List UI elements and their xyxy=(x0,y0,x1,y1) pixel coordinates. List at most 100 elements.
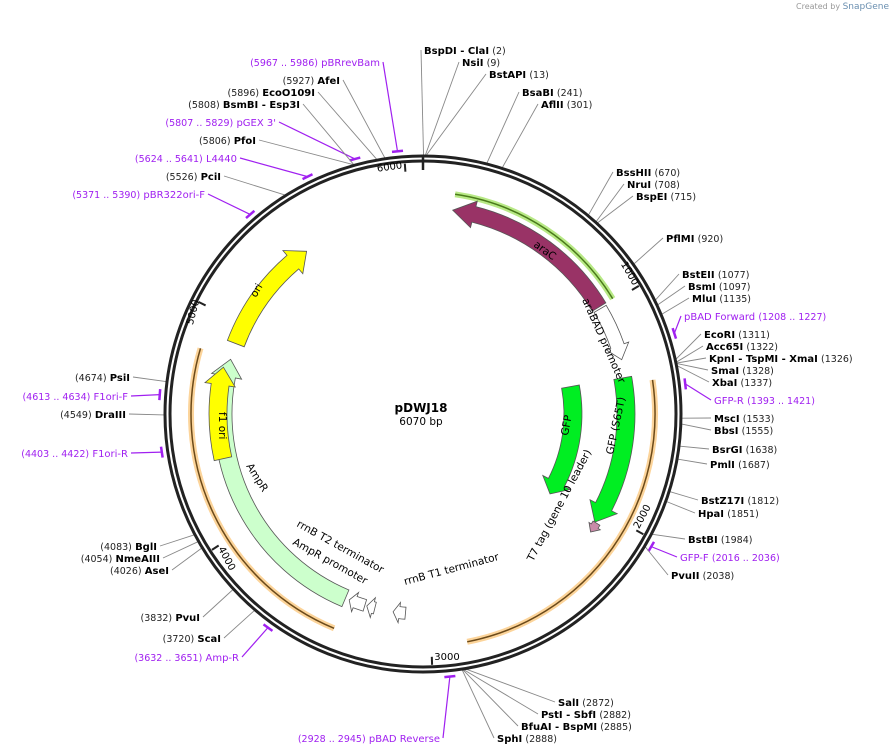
enzyme-site-sali[interactable]: SalI (2872) xyxy=(558,698,614,709)
site-name: F1ori-F xyxy=(94,392,129,403)
primer-pbr322ori-f[interactable]: (5371 .. 5390) pBR322ori-F xyxy=(72,190,205,201)
enzyme-site-ecori[interactable]: EcoRI (1311) xyxy=(704,330,770,341)
tick-mark xyxy=(403,163,407,172)
primer-l4440[interactable]: (5624 .. 5641) L4440 xyxy=(135,154,237,165)
feature-arac[interactable] xyxy=(451,200,607,312)
enzyme-site-bstbi[interactable]: BstBI (1984) xyxy=(688,535,752,546)
tick-mark xyxy=(211,544,220,551)
enzyme-site-smai[interactable]: SmaI (1328) xyxy=(711,366,774,377)
enzyme-site-scai[interactable]: (3720) ScaI xyxy=(163,634,221,645)
site-position: (1208 .. 1227) xyxy=(758,312,826,323)
enzyme-site-sphi[interactable]: SphI (2888) xyxy=(497,734,557,745)
site-leader-line xyxy=(486,91,520,164)
feature-ori[interactable] xyxy=(226,250,308,348)
primer-f1ori-f[interactable]: (4613 .. 4634) F1ori-F xyxy=(22,392,128,403)
enzyme-site-xbai[interactable]: XbaI (1337) xyxy=(712,378,772,389)
enzyme-site-bfuai-bspmi[interactable]: BfuAI - BspMI (2885) xyxy=(521,722,632,733)
feature-rrnb-t2-terminator[interactable] xyxy=(366,596,377,619)
site-name: HpaI xyxy=(698,509,724,520)
primer-pbrrevbam[interactable]: (5967 .. 5986) pBRrevBam xyxy=(250,58,380,69)
enzyme-site-bstz17i[interactable]: BstZ17I (1812) xyxy=(701,496,779,507)
site-leader-line xyxy=(652,533,686,540)
primer-binding-mark xyxy=(647,541,656,553)
enzyme-site-bgli[interactable]: (4083) BglI xyxy=(100,542,157,553)
site-name: BsmI xyxy=(688,282,716,293)
enzyme-site-pfoi[interactable]: (5806) PfoI xyxy=(199,136,256,147)
site-leader-line xyxy=(595,183,625,222)
enzyme-site-msci[interactable]: MscI (1533) xyxy=(714,414,774,425)
enzyme-site-bsteii[interactable]: BstEII (1077) xyxy=(682,270,749,281)
primer-binding-mark xyxy=(301,173,314,181)
enzyme-site-nrui[interactable]: NruI (708) xyxy=(627,180,680,191)
enzyme-site-psii[interactable]: (4674) PsiI xyxy=(75,373,130,384)
enzyme-site-mlui[interactable]: MluI (1135) xyxy=(692,294,751,305)
site-name: Amp-R xyxy=(206,653,240,664)
primer-f1ori-r[interactable]: (4403 .. 4422) F1ori-R xyxy=(21,449,128,460)
site-name: BsmBI - Esp3I xyxy=(223,100,300,111)
enzyme-site-ecoo109i[interactable]: (5896) EcoO109I xyxy=(227,88,315,99)
enzyme-site-bsmbi-esp3i[interactable]: (5808) BsmBI - Esp3I xyxy=(188,100,300,111)
primer-pgex-3[interactable]: (5807 .. 5829) pGEX 3' xyxy=(165,118,276,129)
enzyme-site-aflii[interactable]: AflII (301) xyxy=(541,100,592,111)
site-leader-line xyxy=(317,91,377,160)
enzyme-site-nsii[interactable]: NsiI (9) xyxy=(462,58,500,69)
enzyme-site-nmeaiii[interactable]: (4054) NmeAIII xyxy=(81,554,160,565)
primer-pbad-reverse[interactable]: (2928 .. 2945) pBAD Reverse xyxy=(298,734,440,745)
feature-rrnb-t1-terminator[interactable] xyxy=(392,601,407,625)
enzyme-site-bspei[interactable]: BspEI (715) xyxy=(636,192,696,203)
site-name: pGEX 3' xyxy=(236,118,276,129)
site-position: (4403 .. 4422) xyxy=(21,449,89,460)
enzyme-site-kpni-tspmi-xmai[interactable]: KpnI - TspMI - XmaI (1326) xyxy=(709,354,853,365)
credit-brand: SnapGene xyxy=(842,2,889,12)
site-leader-lines xyxy=(128,49,712,739)
enzyme-site-bbsi[interactable]: BbsI (1555) xyxy=(714,426,773,437)
enzyme-site-bsmi[interactable]: BsmI (1097) xyxy=(688,282,751,293)
primer-gfp-r[interactable]: GFP-R (1393 .. 1421) xyxy=(714,396,815,407)
enzyme-site-asei[interactable]: (4026) AseI xyxy=(110,566,169,577)
enzyme-site-bsrgi[interactable]: BsrGI (1638) xyxy=(712,445,777,456)
enzyme-site-pcii[interactable]: (5526) PciI xyxy=(166,172,221,183)
enzyme-site-acc65i[interactable]: Acc65I (1322) xyxy=(706,342,778,353)
enzyme-site-bstapi[interactable]: BstAPI (13) xyxy=(489,70,549,81)
site-leader-line xyxy=(223,610,255,639)
site-position: (3720) xyxy=(163,634,195,645)
site-position: (1638) xyxy=(746,445,778,456)
enzyme-site-pvuii[interactable]: PvuII (2038) xyxy=(671,571,734,582)
site-name: GFP-R xyxy=(714,396,744,407)
site-name: PmlI xyxy=(710,460,735,471)
primer-amp-r[interactable]: (3632 .. 3651) Amp-R xyxy=(134,653,239,664)
enzyme-site-draiii[interactable]: (4549) DraIII xyxy=(60,410,126,421)
tick-mark xyxy=(635,529,644,536)
feature-t7-tag-gene-10-leader[interactable] xyxy=(588,520,602,533)
site-position: (9) xyxy=(487,58,500,69)
feature-ampr-promoter[interactable] xyxy=(348,591,368,614)
feature-f1-ori[interactable] xyxy=(204,366,236,462)
enzyme-site-pflmi[interactable]: PflMI (920) xyxy=(666,234,723,245)
primer-gfp-f[interactable]: GFP-F (2016 .. 2036) xyxy=(680,553,780,564)
primer-pbad-forward[interactable]: pBAD Forward (1208 .. 1227) xyxy=(684,312,826,323)
enzyme-site-bsshii[interactable]: BssHII (670) xyxy=(616,168,680,179)
feature-gfp[interactable] xyxy=(542,384,583,495)
site-name: BfuAI - BspMI xyxy=(521,722,597,733)
site-leader-line xyxy=(676,345,704,363)
site-name: SphI xyxy=(497,734,522,745)
site-position: (670) xyxy=(655,168,681,179)
feature-arabad-promoter[interactable] xyxy=(593,304,630,361)
site-name: BstZ17I xyxy=(701,496,744,507)
primer-binding-mark xyxy=(262,623,274,632)
site-position: (5807 .. 5829) xyxy=(165,118,233,129)
enzyme-site-afei[interactable]: (5927) AfeI xyxy=(283,76,340,87)
enzyme-site-pmli[interactable]: PmlI (1687) xyxy=(710,460,770,471)
site-position: (1533) xyxy=(743,414,775,425)
site-leader-line xyxy=(202,589,234,618)
enzyme-site-pvui[interactable]: (3832) PvuI xyxy=(141,613,200,624)
enzyme-site-hpai[interactable]: HpaI (1851) xyxy=(698,509,759,520)
site-position: (4026) xyxy=(110,566,142,577)
site-leader-line xyxy=(420,49,424,156)
enzyme-site-bsabi[interactable]: BsaBI (241) xyxy=(522,88,582,99)
enzyme-site-bspdi-clai[interactable]: BspDI - ClaI (2) xyxy=(424,46,506,57)
site-leader-line xyxy=(461,669,495,739)
enzyme-site-psti-sbfi[interactable]: PstI - SbfI (2882) xyxy=(541,710,631,721)
site-name: AfeI xyxy=(317,76,340,87)
